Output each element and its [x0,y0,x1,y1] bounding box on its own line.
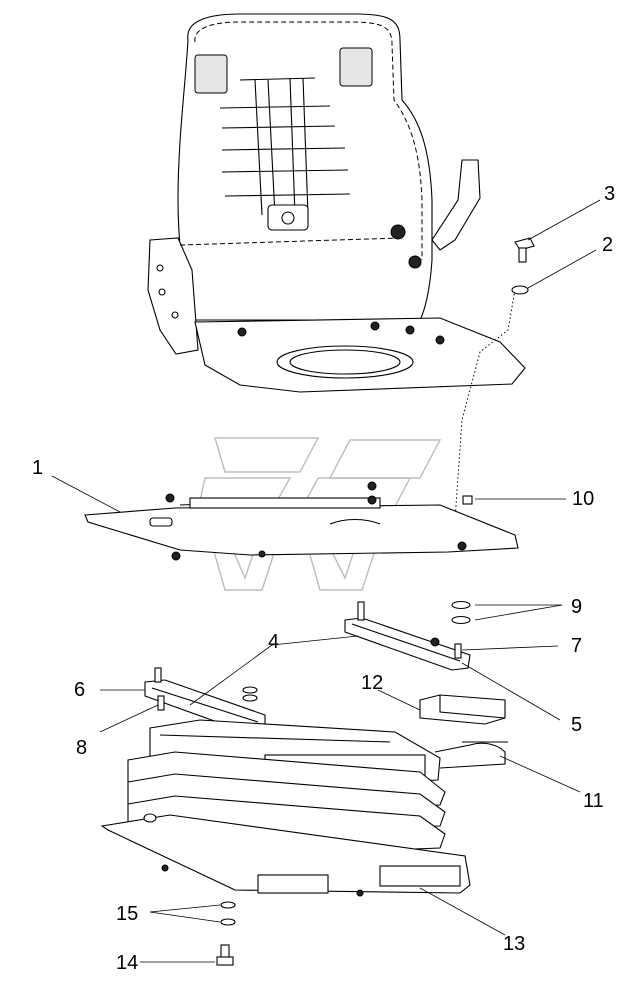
callout-4: 4 [268,631,280,653]
nut-part-10 [462,495,473,505]
callout-3: 3 [604,183,616,205]
slide-rail-right-part-5 [344,601,471,671]
callout-2: 2 [602,234,614,256]
callout-8: 8 [76,737,88,759]
washers-part-9 [451,600,471,625]
callout-11: 11 [583,790,604,812]
callout-5: 5 [571,714,583,736]
callout-9: 9 [571,596,583,618]
suspension-unit-part-13 [100,719,508,897]
washer-part-2 [511,285,529,295]
mounting-plate-part-1 [84,481,519,561]
block-part-12 [419,694,506,725]
callout-13: 13 [503,933,526,955]
washers-part-15 [220,901,236,926]
callout-6: 6 [74,679,86,701]
callout-1: 1 [32,457,44,479]
callout-15: 15 [116,903,139,925]
bolt-part-3 [514,237,535,263]
lumbar-spring-frame [219,77,351,231]
seat-assembly [147,13,526,521]
headrest-pad-right [339,47,373,87]
headrest-pad-left [194,54,228,94]
callout-10: 10 [572,488,595,510]
bolt-part-14 [216,944,234,966]
callout-14: 14 [116,952,139,974]
callout-7: 7 [571,635,583,657]
callout-12: 12 [361,672,384,694]
leader-lines [51,199,601,963]
